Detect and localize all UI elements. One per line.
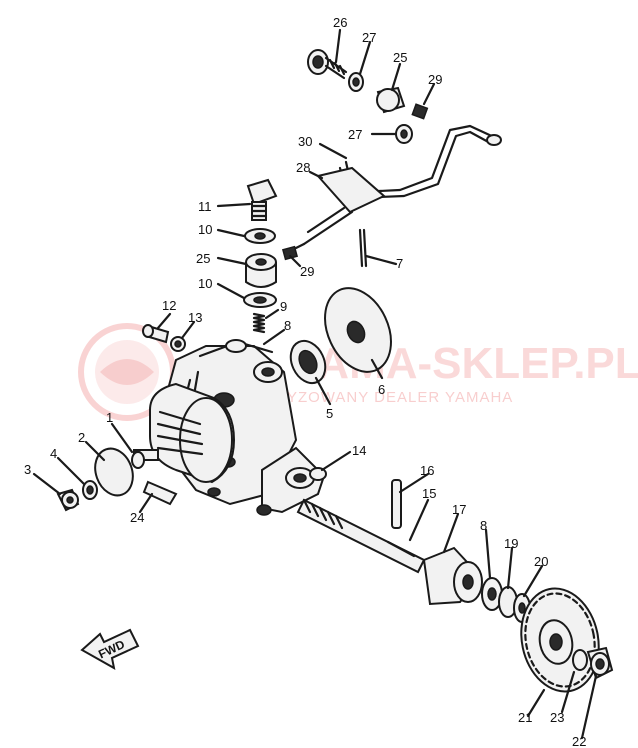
part-13-washer-small — [170, 336, 186, 352]
callout-24: 24 — [130, 510, 144, 525]
callout-2: 2 — [78, 430, 85, 445]
callout-22: 22 — [572, 734, 586, 748]
callout-9: 9 — [280, 299, 287, 314]
callout-16: 16 — [420, 463, 434, 478]
callout-26: 26 — [333, 15, 347, 30]
part-27-washer-top — [348, 72, 364, 92]
part-8-seal-shaft — [481, 577, 503, 611]
part-9-spring — [252, 312, 266, 334]
part-12-plunger — [142, 324, 170, 344]
fwd-direction-arrow: FWD — [80, 628, 140, 670]
callout-28: 28 — [296, 160, 310, 175]
part-10-washer-upper — [244, 228, 276, 244]
callout-25-lower: 25 — [196, 251, 210, 266]
part-25-bushing-top — [376, 86, 406, 114]
callout-23: 23 — [550, 710, 564, 725]
callout-20: 20 — [534, 554, 548, 569]
callout-4: 4 — [50, 446, 57, 461]
callout-27-mid: 27 — [348, 127, 362, 142]
part-29-nut-lower — [281, 242, 306, 261]
part-10-washer-lower — [243, 292, 277, 308]
part-23-washer-end — [572, 649, 588, 671]
callout-27-top: 27 — [362, 30, 376, 45]
callout-1: 1 — [106, 410, 113, 425]
callout-10-upper: 10 — [198, 222, 212, 237]
callout-12: 12 — [162, 298, 176, 313]
part-17-collar — [422, 546, 483, 606]
callout-17: 17 — [452, 502, 466, 517]
callout-8-lower: 8 — [480, 518, 487, 533]
pump-cover-drum — [133, 382, 236, 484]
part-26-screw — [307, 49, 348, 80]
callout-11: 11 — [198, 199, 212, 214]
watermark-logo-mark — [100, 359, 154, 385]
callout-25-top: 25 — [393, 50, 407, 65]
callout-29-top: 29 — [428, 72, 442, 87]
callout-5: 5 — [326, 406, 333, 421]
watermark-subtitle: AUTORYZOWANY DEALER YAMAHA — [230, 389, 513, 406]
part-28-mount-plate — [302, 166, 386, 246]
callout-labels: 26 27 25 29 27 30 28 11 10 25 29 7 10 9 … — [24, 15, 586, 748]
leader-lines — [32, 28, 598, 740]
callout-10-lower: 10 — [198, 276, 212, 291]
callout-13: 13 — [188, 310, 202, 325]
part-27-washer-mid — [395, 124, 413, 144]
part-29-nut-top — [411, 103, 429, 120]
part-3-nut — [56, 488, 80, 512]
callout-6: 6 — [378, 382, 385, 397]
part-6-plate-disc — [324, 287, 392, 373]
part-5-oil-seal — [289, 339, 327, 385]
part-15-worm-shaft — [296, 498, 426, 574]
part-24-dowel — [142, 480, 178, 506]
callout-15: 15 — [422, 486, 436, 501]
callout-19: 19 — [504, 536, 518, 551]
part-22-nut-end — [586, 646, 614, 680]
callout-14: 14 — [352, 443, 366, 458]
callout-29-lower: 29 — [300, 264, 314, 279]
part-7-cotter-pin — [358, 228, 368, 268]
callout-3: 3 — [24, 462, 31, 477]
part-4-washer — [82, 480, 98, 500]
part-1-gasket — [131, 451, 145, 469]
part-25-bushing-lower — [245, 253, 277, 288]
part-16-pin — [391, 479, 402, 529]
callout-21: 21 — [518, 710, 532, 725]
callout-30: 30 — [298, 134, 312, 149]
callout-8-upper: 8 — [284, 318, 291, 333]
callout-7: 7 — [396, 256, 403, 271]
part-11-bolt — [246, 178, 278, 221]
watermark-logo-core — [95, 340, 159, 404]
